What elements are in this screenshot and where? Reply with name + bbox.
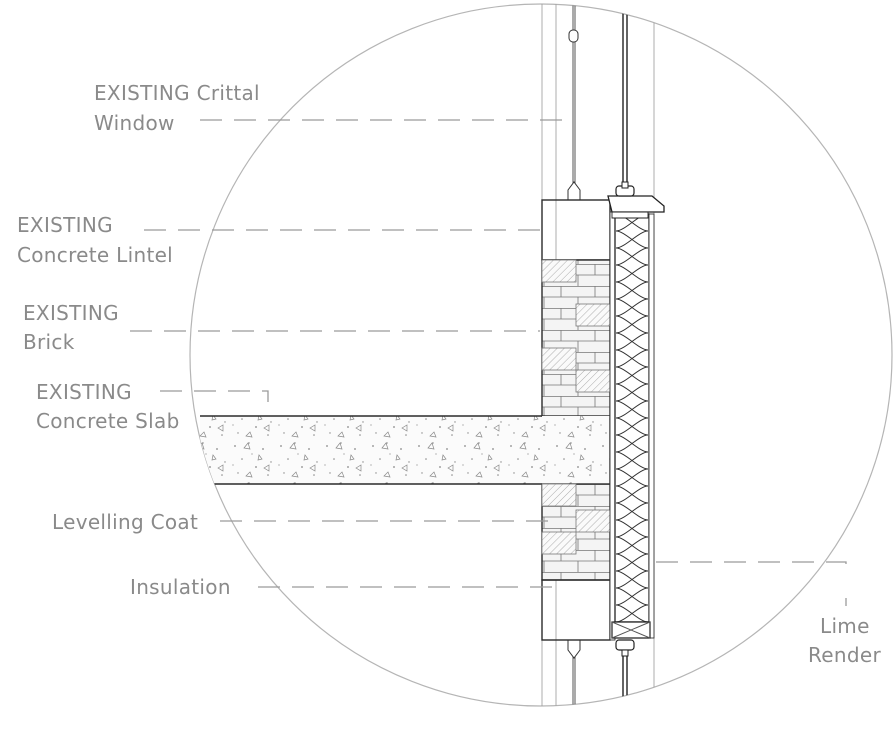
insulation-quilt — [616, 214, 648, 622]
brick-upper — [541, 259, 611, 417]
brick-cut-1 — [541, 259, 577, 283]
label-levelling: Levelling Coat — [52, 510, 198, 534]
window-fixing — [568, 29, 579, 43]
label-brick-line1: EXISTING — [23, 301, 119, 325]
brick-cut-7 — [541, 531, 577, 555]
label-render-line2: Render — [808, 643, 881, 667]
window-sill-bead — [567, 639, 581, 659]
leader-slab — [160, 390, 269, 402]
brick-cut-6 — [575, 509, 611, 533]
brick-cut-3 — [541, 347, 577, 371]
slab-bearing — [542, 416, 610, 484]
label-window-line1: EXISTING Crittal — [94, 81, 260, 105]
head-frame-bead — [621, 181, 629, 189]
head-flashing — [607, 195, 665, 213]
levelling-coat — [609, 211, 616, 641]
label-window-line2: Window — [94, 111, 175, 135]
sill-frame-bead — [621, 649, 629, 657]
label-insulation: Insulation — [130, 575, 231, 599]
label-lintel-line2: Concrete Lintel — [17, 243, 173, 267]
base-trim-diag-b — [611, 621, 651, 639]
concrete-lintel — [541, 199, 611, 261]
brick-cut-5 — [541, 483, 577, 507]
label-lintel-line1: EXISTING — [17, 213, 113, 237]
lime-render — [648, 213, 655, 639]
detail-circle — [189, 3, 893, 707]
leader-render — [656, 561, 847, 574]
sill-frame-section — [615, 639, 635, 651]
window-head-bead — [567, 181, 581, 201]
brick-cut-4 — [575, 369, 611, 393]
concrete-sill — [541, 579, 611, 641]
label-slab-line2: Concrete Slab — [36, 409, 180, 433]
label-brick-line2: Brick — [23, 330, 75, 354]
label-slab-line1: EXISTING — [36, 380, 132, 404]
label-render-line1: Lime — [820, 614, 870, 638]
flashing-underside — [611, 211, 649, 219]
concrete-slab — [200, 416, 610, 484]
brick-cut-2 — [575, 303, 611, 327]
